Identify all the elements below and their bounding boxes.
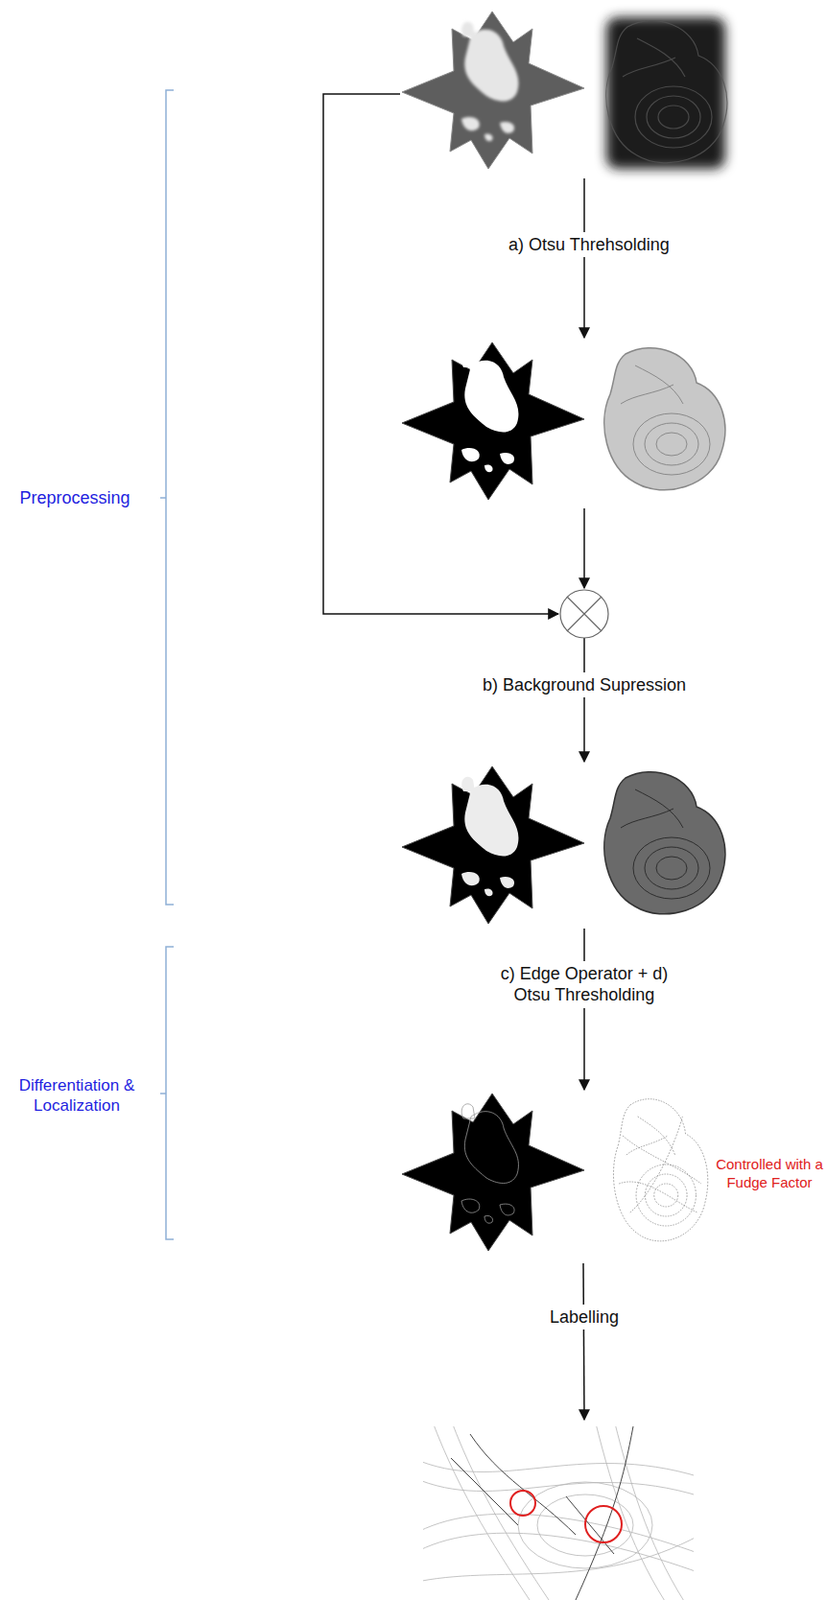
step-label: a) Otsu Threhsolding [502, 232, 676, 259]
group-label: Preprocessing [19, 487, 130, 510]
ct-slices-edges [401, 1093, 585, 1252]
multiply-symbol [560, 590, 609, 638]
step-label: Labelling [543, 1304, 625, 1331]
volume-edges [613, 1099, 708, 1242]
connector-line [323, 94, 585, 1420]
defect-marker [510, 1490, 622, 1543]
bracket [160, 90, 174, 1240]
step-label: b) Background Supression [476, 672, 692, 699]
volume-raw [606, 17, 728, 169]
ct-slices-raw [401, 11, 585, 169]
ct-slices-binary [401, 342, 585, 500]
labelled-result [423, 1426, 694, 1600]
ct-slices-suppressed [401, 766, 585, 924]
volume-suppressed [604, 772, 726, 915]
volume-binary [604, 348, 726, 491]
group-label: Differentiation & Localization [4, 1075, 149, 1117]
note-label: Controlled with a Fudge Factor [715, 1156, 824, 1193]
step-label: c) Edge Operator + d) Otsu Thresholding [477, 961, 691, 1009]
